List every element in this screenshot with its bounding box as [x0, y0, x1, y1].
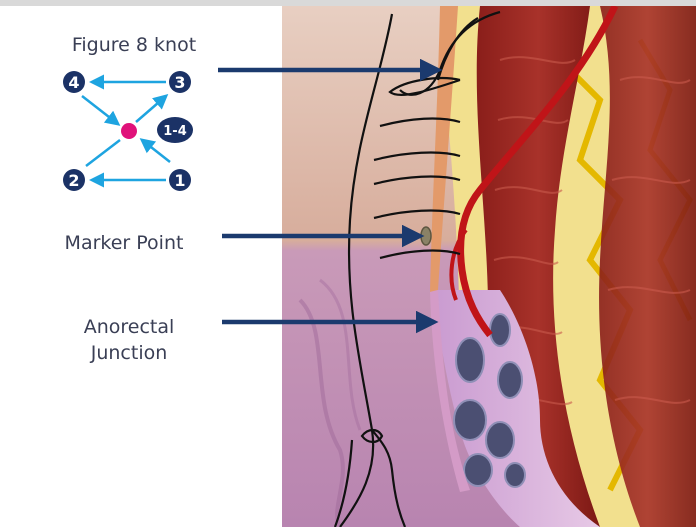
arrow-4-to-center	[82, 96, 118, 124]
svg-text:1-4: 1-4	[163, 124, 187, 139]
svg-text:2: 2	[68, 171, 79, 190]
svg-text:3: 3	[174, 73, 185, 92]
svg-text:1: 1	[174, 171, 185, 190]
knot-node-3: 3	[169, 71, 191, 93]
knot-node-2: 2	[63, 169, 85, 191]
arrow-center-to-2	[86, 140, 120, 166]
knot-diagram: 4 3 2 1 1-4	[0, 6, 696, 527]
knot-node-1: 1	[169, 169, 191, 191]
knot-center-tag: 1-4	[157, 117, 193, 143]
arrow-center-to-3	[136, 96, 166, 122]
knot-node-4: 4	[63, 71, 85, 93]
arrow-1-to-center	[142, 140, 170, 162]
knot-center-dot	[121, 123, 137, 139]
svg-text:4: 4	[68, 73, 79, 92]
